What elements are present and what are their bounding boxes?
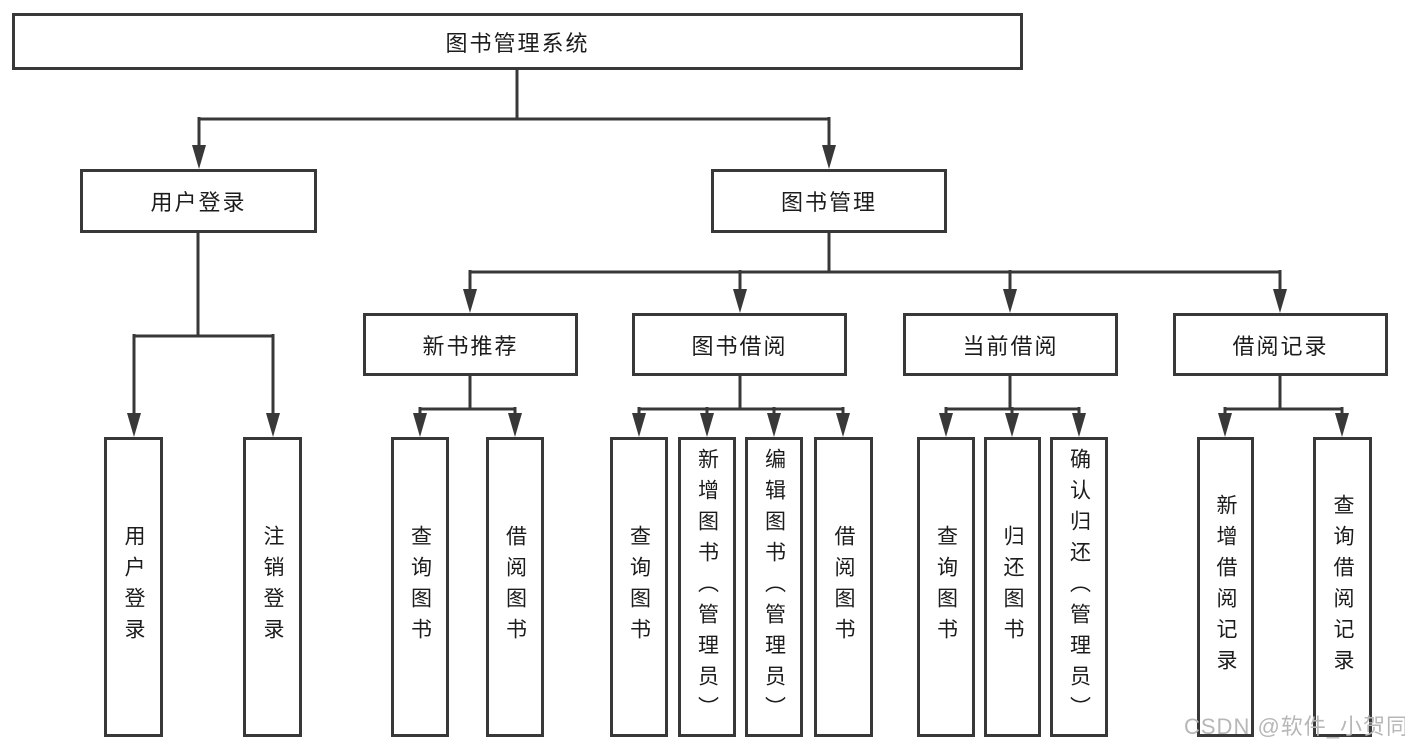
leaf-label: 新增借阅记录 <box>1214 494 1237 680</box>
leaf-user-login: 用户登录 <box>104 437 163 737</box>
node-label: 图书管理 <box>780 190 877 215</box>
leaf-borrowing-add-books-admin: 新增图书（管理员） <box>678 437 736 737</box>
node-label: 图书借阅 <box>691 333 788 359</box>
node-current-borrowing: 当前借阅 <box>903 313 1118 376</box>
leaf-current-query-books: 查询图书 <box>917 437 975 737</box>
leaf-label: 查询图书 <box>934 525 958 649</box>
leaf-newbooks-query-books: 查询图书 <box>391 437 449 737</box>
arrowheads <box>127 145 1349 437</box>
node-user-login: 用户登录 <box>80 169 317 233</box>
leaf-newbooks-borrow-books: 借阅图书 <box>486 437 544 737</box>
leaf-label: 查询借阅记录 <box>1331 494 1354 680</box>
leaf-current-return-books: 归还图书 <box>984 437 1041 737</box>
leaf-label: 归还图书 <box>1001 525 1024 649</box>
node-label: 新书推荐 <box>422 333 519 359</box>
leaf-label: 注销登录 <box>261 525 284 649</box>
leaf-borrowing-edit-books-admin: 编辑图书（管理员） <box>745 437 803 737</box>
leaf-current-confirm-return-admin: 确认归还（管理员） <box>1050 437 1108 737</box>
leaf-label: 新增图书（管理员） <box>695 447 719 727</box>
node-label: 图书管理系统 <box>445 30 590 56</box>
node-label: 借阅记录 <box>1232 333 1329 359</box>
watermark-csdn: CSDN @软件_小贺同学 <box>1184 714 1405 739</box>
node-label: 当前借阅 <box>962 333 1059 359</box>
leaf-label: 确认归还（管理员） <box>1067 447 1091 727</box>
leaf-borrowing-query-books: 查询图书 <box>610 437 668 737</box>
node-book-borrowing: 图书借阅 <box>632 313 847 376</box>
node-label: 用户登录 <box>150 190 247 215</box>
leaf-label: 查询图书 <box>627 525 651 649</box>
leaf-label: 编辑图书（管理员） <box>762 447 786 727</box>
leaf-records-query-borrow-record: 查询借阅记录 <box>1313 437 1372 737</box>
leaf-records-add-borrow-record: 新增借阅记录 <box>1197 437 1254 737</box>
connector-path <box>132 70 1344 418</box>
leaf-label: 查询图书 <box>408 525 432 649</box>
node-borrowing-records: 借阅记录 <box>1173 313 1388 376</box>
leaf-logout: 注销登录 <box>243 437 302 737</box>
leaf-label: 借阅图书 <box>503 525 527 649</box>
node-new-book-recommendation: 新书推荐 <box>363 313 578 376</box>
leaf-label: 借阅图书 <box>832 525 855 649</box>
node-book-management: 图书管理 <box>711 169 947 233</box>
node-library-management-system: 图书管理系统 <box>12 13 1023 70</box>
leaf-label: 用户登录 <box>122 525 145 649</box>
leaf-borrowing-borrow-books: 借阅图书 <box>814 437 873 737</box>
